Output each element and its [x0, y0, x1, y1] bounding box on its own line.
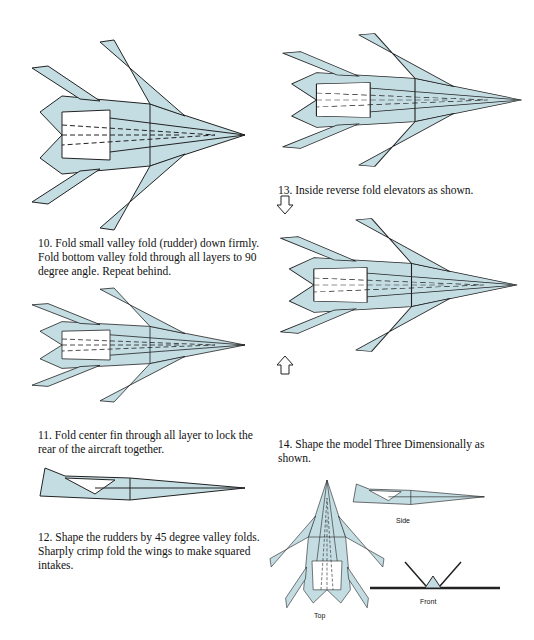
step-caption: 11. Fold center fin through all layer to…	[38, 428, 260, 456]
step-13-figure	[283, 34, 522, 167]
push-arrow	[277, 196, 293, 214]
step-caption: 12. Shape the rudders by 45 degree valle…	[38, 530, 260, 572]
side-view-figure	[353, 484, 484, 504]
step-caption: 14. Shape the model Three Dimensionally …	[278, 437, 508, 465]
step-caption: 10. Fold small valley fold (rudder) down…	[38, 236, 260, 278]
step-12-figure	[40, 468, 245, 500]
front-view-figure	[405, 562, 461, 586]
push-arrow	[277, 196, 293, 374]
step-13-figure	[283, 34, 522, 167]
step-caption: 13. Inside reverse fold elevators as sho…	[278, 183, 518, 197]
step-12-figure	[40, 468, 245, 500]
step-14-figure	[281, 219, 517, 352]
view-label: Front	[420, 598, 436, 607]
step-10-figure	[32, 40, 245, 230]
step-11-figure	[32, 288, 245, 402]
push-arrow	[277, 356, 293, 374]
view-label: Side	[396, 517, 410, 526]
step-11-figure	[32, 288, 245, 402]
step-10-figure	[32, 40, 245, 230]
side-view-figure	[353, 484, 484, 504]
front-view-figure	[425, 576, 441, 588]
view-label: Top	[314, 612, 325, 621]
step-14-figure	[281, 219, 517, 352]
front-view-figure	[370, 562, 500, 588]
